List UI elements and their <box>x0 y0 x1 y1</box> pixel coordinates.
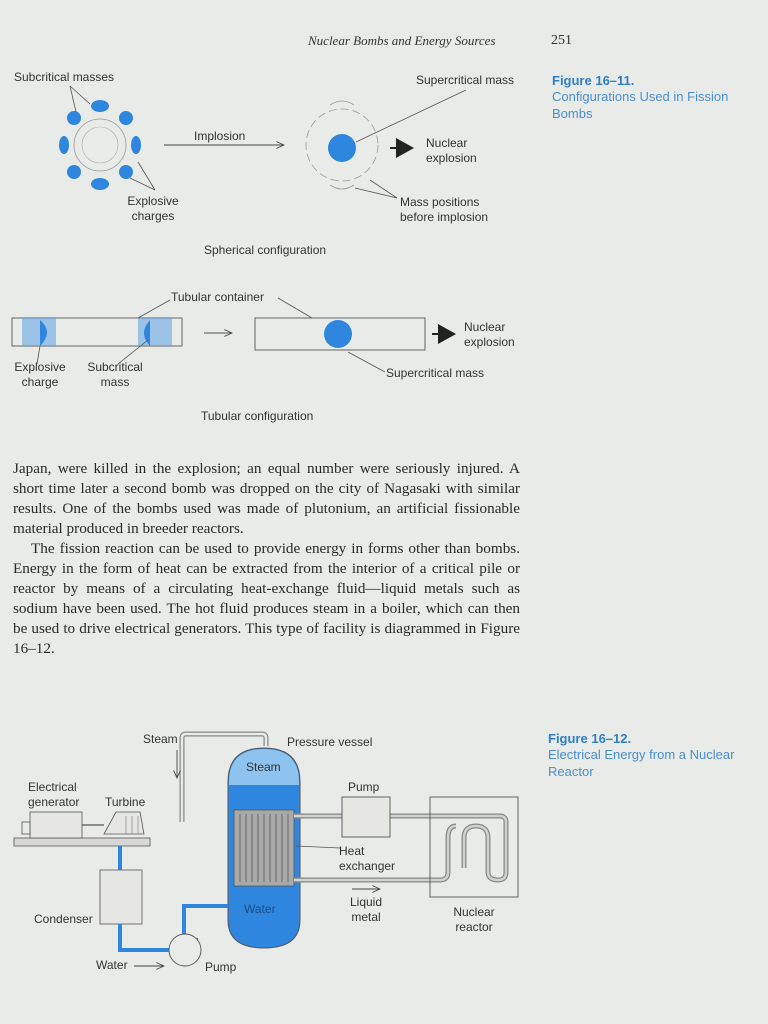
label-condenser: Condenser <box>34 912 93 926</box>
tubular-after <box>254 317 426 351</box>
figure-16-12-caption: Figure 16–12. Electrical Energy from a N… <box>548 731 753 780</box>
running-title: Nuclear Bombs and Energy Sources <box>308 33 496 48</box>
label-subcritical-masses: Subcritical masses <box>14 70 115 84</box>
label-steam-inside: Steam <box>246 760 281 774</box>
leader-line <box>277 297 313 319</box>
label-nuclear-explosion: Nuclear explosion <box>426 136 477 165</box>
label-liquid-metal: Liquid metal <box>349 895 383 924</box>
label-supercritical-mass-2: Supercritical mass <box>386 366 485 380</box>
paragraph: The fission reaction can be used to prov… <box>13 540 520 657</box>
pump-bottom-circle <box>168 933 202 967</box>
label-subcritical-mass: Subcritical mass <box>87 360 143 389</box>
condenser-box <box>99 869 143 925</box>
label-mass-positions: Mass positions before implosion <box>400 195 489 224</box>
label-heat-exchanger: Heat exchanger <box>339 844 396 873</box>
label-tubular-configuration: Tubular configuration <box>201 409 314 423</box>
nuclear-reactor-box <box>429 796 519 898</box>
leader-line <box>137 161 156 191</box>
label-pump-bottom: Pump <box>205 960 237 974</box>
supercritical-sphere <box>305 100 379 190</box>
leader-line <box>354 187 398 199</box>
tubular-before <box>11 317 183 347</box>
label-tubular-container: Tubular container <box>171 290 264 304</box>
label-water-inside: Water <box>244 902 276 916</box>
leader-line <box>137 299 171 319</box>
label-pressure-vessel: Pressure vessel <box>287 735 373 749</box>
caption-title: Figure 16–12. <box>548 731 632 746</box>
label-supercritical-mass: Supercritical mass <box>416 73 515 87</box>
paragraph: Japan, were killed in the explosion; an … <box>13 460 520 537</box>
leader-line <box>129 177 156 191</box>
leader-line <box>355 89 467 143</box>
leader-line <box>69 85 77 113</box>
caption-title: Figure 16–11. <box>552 73 635 88</box>
heat-exchanger <box>233 809 295 887</box>
generator-turbine <box>13 811 151 847</box>
label-steam-pipe: Steam <box>143 732 178 746</box>
leader-line <box>117 339 149 365</box>
leader-line <box>369 179 398 199</box>
page-number: 251 <box>551 33 572 48</box>
label-water-inlet: Water <box>96 958 128 972</box>
label-pump-top: Pump <box>348 780 380 794</box>
label-nuclear-reactor: Nuclear reactor <box>453 905 495 934</box>
label-nuclear-explosion-2: Nuclear explosion <box>464 320 515 349</box>
leader-line <box>36 345 41 365</box>
caption-text: Configurations Used in Fission Bombs <box>552 89 729 121</box>
leader-line <box>69 85 91 105</box>
label-electrical-generator: Electrical generator <box>28 780 80 809</box>
water-pipe <box>118 924 170 952</box>
label-implosion: Implosion <box>194 129 246 143</box>
leader-line <box>295 845 341 849</box>
label-explosive-charge: Explosive charge <box>14 360 66 389</box>
subcritical-sphere <box>59 100 141 190</box>
body-text: Japan, were killed in the explosion; an … <box>13 459 520 659</box>
figure-16-11-caption: Figure 16–11. Configurations Used in Fis… <box>552 73 757 122</box>
pump-box <box>341 796 391 838</box>
label-spherical-configuration: Spherical configuration <box>204 243 327 257</box>
label-explosive-charges: Explosive charges <box>127 194 179 223</box>
leader-line <box>347 351 386 373</box>
label-turbine: Turbine <box>105 795 146 809</box>
caption-text: Electrical Energy from a Nuclear Reactor <box>548 747 735 779</box>
